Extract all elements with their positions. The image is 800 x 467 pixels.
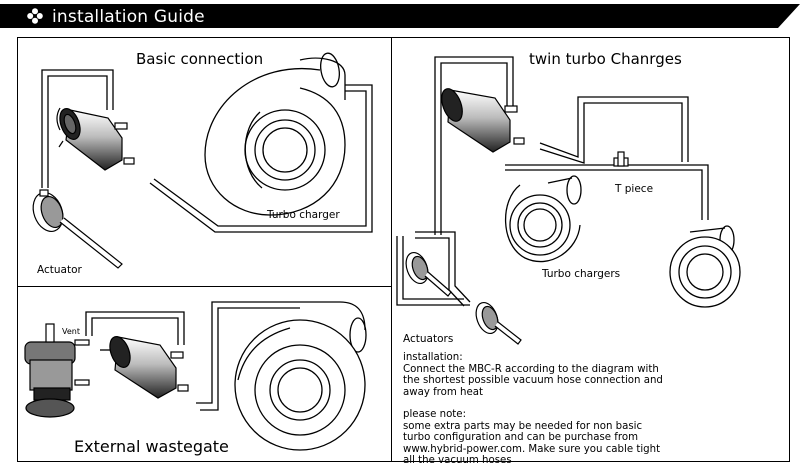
vent-label: Vent [62, 327, 80, 336]
actuators-label: Actuators [403, 333, 454, 345]
note-line: some extra parts may be needed for non b… [403, 420, 643, 432]
install-line: the shortest possible vacuum hose connec… [403, 375, 663, 386]
note-line: www.hybrid-power.com. Make sure you cabl… [403, 443, 661, 455]
actuator-twin-right [475, 301, 522, 345]
mbc-valve-wastegate [109, 336, 189, 399]
installation-notes: installation: Connect the MBC-R accordin… [403, 352, 793, 467]
basic-hose-loop [41, 69, 114, 188]
twin-turbo-title: twin turbo Chanrges [529, 50, 682, 68]
mbc-valve-basic [56, 107, 135, 171]
wastegate-hoses [85, 301, 300, 411]
install-line: Connect the MBC-R according to the diagr… [403, 363, 659, 375]
external-wastegate-title: External wastegate [74, 437, 229, 456]
basic-connection-title: Basic connection [136, 50, 264, 68]
page-title: installation Guide [52, 7, 205, 27]
external-wastegate [24, 323, 90, 418]
flower-icon [27, 8, 43, 24]
actuator-label: Actuator [37, 264, 82, 276]
turbo-wastegate [234, 301, 367, 451]
note-line: all the vacuum hoses [403, 455, 512, 466]
install-heading: installation: [403, 352, 463, 363]
note-line: turbo configuration and can be purchase … [403, 432, 639, 443]
actuator-twin-left [405, 251, 452, 297]
note-heading: please note: [403, 409, 467, 420]
basic-hose-to-turbo [149, 84, 373, 233]
turbo-charger-label: Turbo charger [267, 209, 340, 221]
turbo-charger-basic [204, 52, 346, 216]
t-piece-top [613, 151, 629, 167]
install-line: away from heat [403, 386, 483, 398]
panel-twin-turbo [391, 37, 790, 462]
twin-hoses [396, 56, 709, 307]
t-piece-label: T piece [615, 183, 654, 195]
turbo-chargers-label: Turbo chargers [542, 268, 621, 280]
turbo-twin-left [504, 175, 582, 263]
header-bar [0, 4, 800, 28]
mbc-valve-twin [441, 88, 525, 153]
turbo-twin-right [669, 225, 741, 308]
actuator-basic [32, 189, 123, 269]
